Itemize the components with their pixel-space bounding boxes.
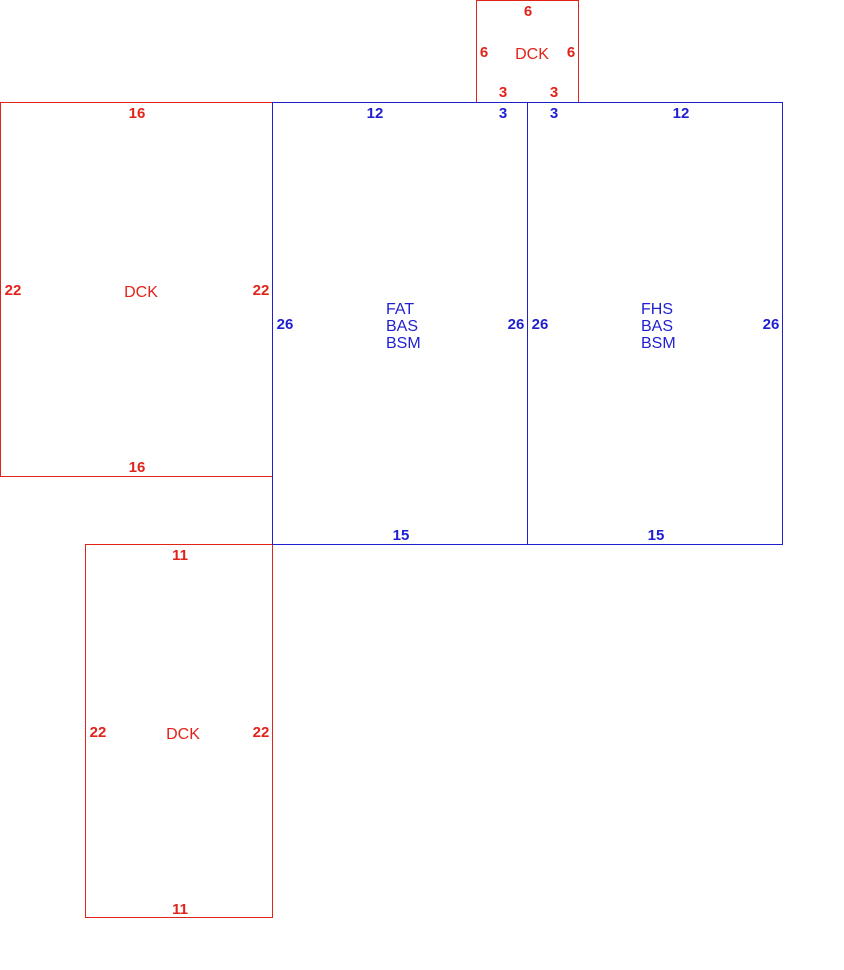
deck-left-label: DCK (124, 284, 158, 301)
house-left-label-line3: BSM (386, 335, 421, 352)
deck-left-dim-top: 16 (129, 105, 146, 122)
deck-top-dim-bottom-right: 3 (550, 84, 558, 101)
house-right-label-line3: BSM (641, 335, 676, 352)
deck-bottom-section: DCK 11 22 22 11 (85, 544, 273, 918)
house-left-dim-bottom: 15 (393, 527, 410, 544)
house-left-dim-right: 26 (508, 316, 525, 333)
deck-bottom-dim-left: 22 (90, 724, 107, 741)
deck-left-dim-left: 22 (5, 282, 22, 299)
house-right-dim-top-left: 3 (550, 105, 558, 122)
house-left-label-line2: BAS (386, 318, 418, 335)
house-right-dim-right: 26 (763, 316, 780, 333)
house-right-dim-bottom: 15 (648, 527, 665, 544)
deck-top-dim-left: 6 (480, 44, 488, 61)
house-left-dim-top: 12 (367, 105, 384, 122)
deck-bottom-dim-right: 22 (253, 724, 270, 741)
house-right-outline (527, 102, 783, 545)
deck-bottom-dim-bottom: 11 (172, 901, 188, 918)
deck-left-section: DCK 16 22 22 16 (0, 102, 273, 477)
house-left-dim-left: 26 (277, 316, 294, 333)
house-left-label-line1: FAT (386, 301, 414, 318)
house-right-dim-top: 12 (673, 105, 690, 122)
deck-left-dim-bottom: 16 (129, 459, 146, 476)
deck-left-dim-right: 22 (253, 282, 270, 299)
deck-bottom-outline (85, 544, 273, 918)
house-right-label-line2: BAS (641, 318, 673, 335)
house-left-section: FAT BAS BSM 12 3 26 26 15 (272, 102, 528, 545)
deck-top-dim-top: 6 (524, 3, 532, 20)
deck-bottom-dim-top: 11 (172, 547, 188, 564)
house-right-label-line1: FHS (641, 301, 673, 318)
deck-top-dim-bottom-left: 3 (499, 84, 507, 101)
house-left-dim-top-right: 3 (499, 105, 507, 122)
deck-bottom-label: DCK (166, 726, 200, 743)
deck-top-label: DCK (515, 46, 549, 63)
deck-top-dim-right: 6 (567, 44, 575, 61)
deck-top-section: DCK 6 6 6 3 3 (476, 0, 579, 103)
house-right-section: FHS BAS BSM 3 12 26 26 15 (527, 102, 783, 545)
house-right-dim-left: 26 (532, 316, 549, 333)
